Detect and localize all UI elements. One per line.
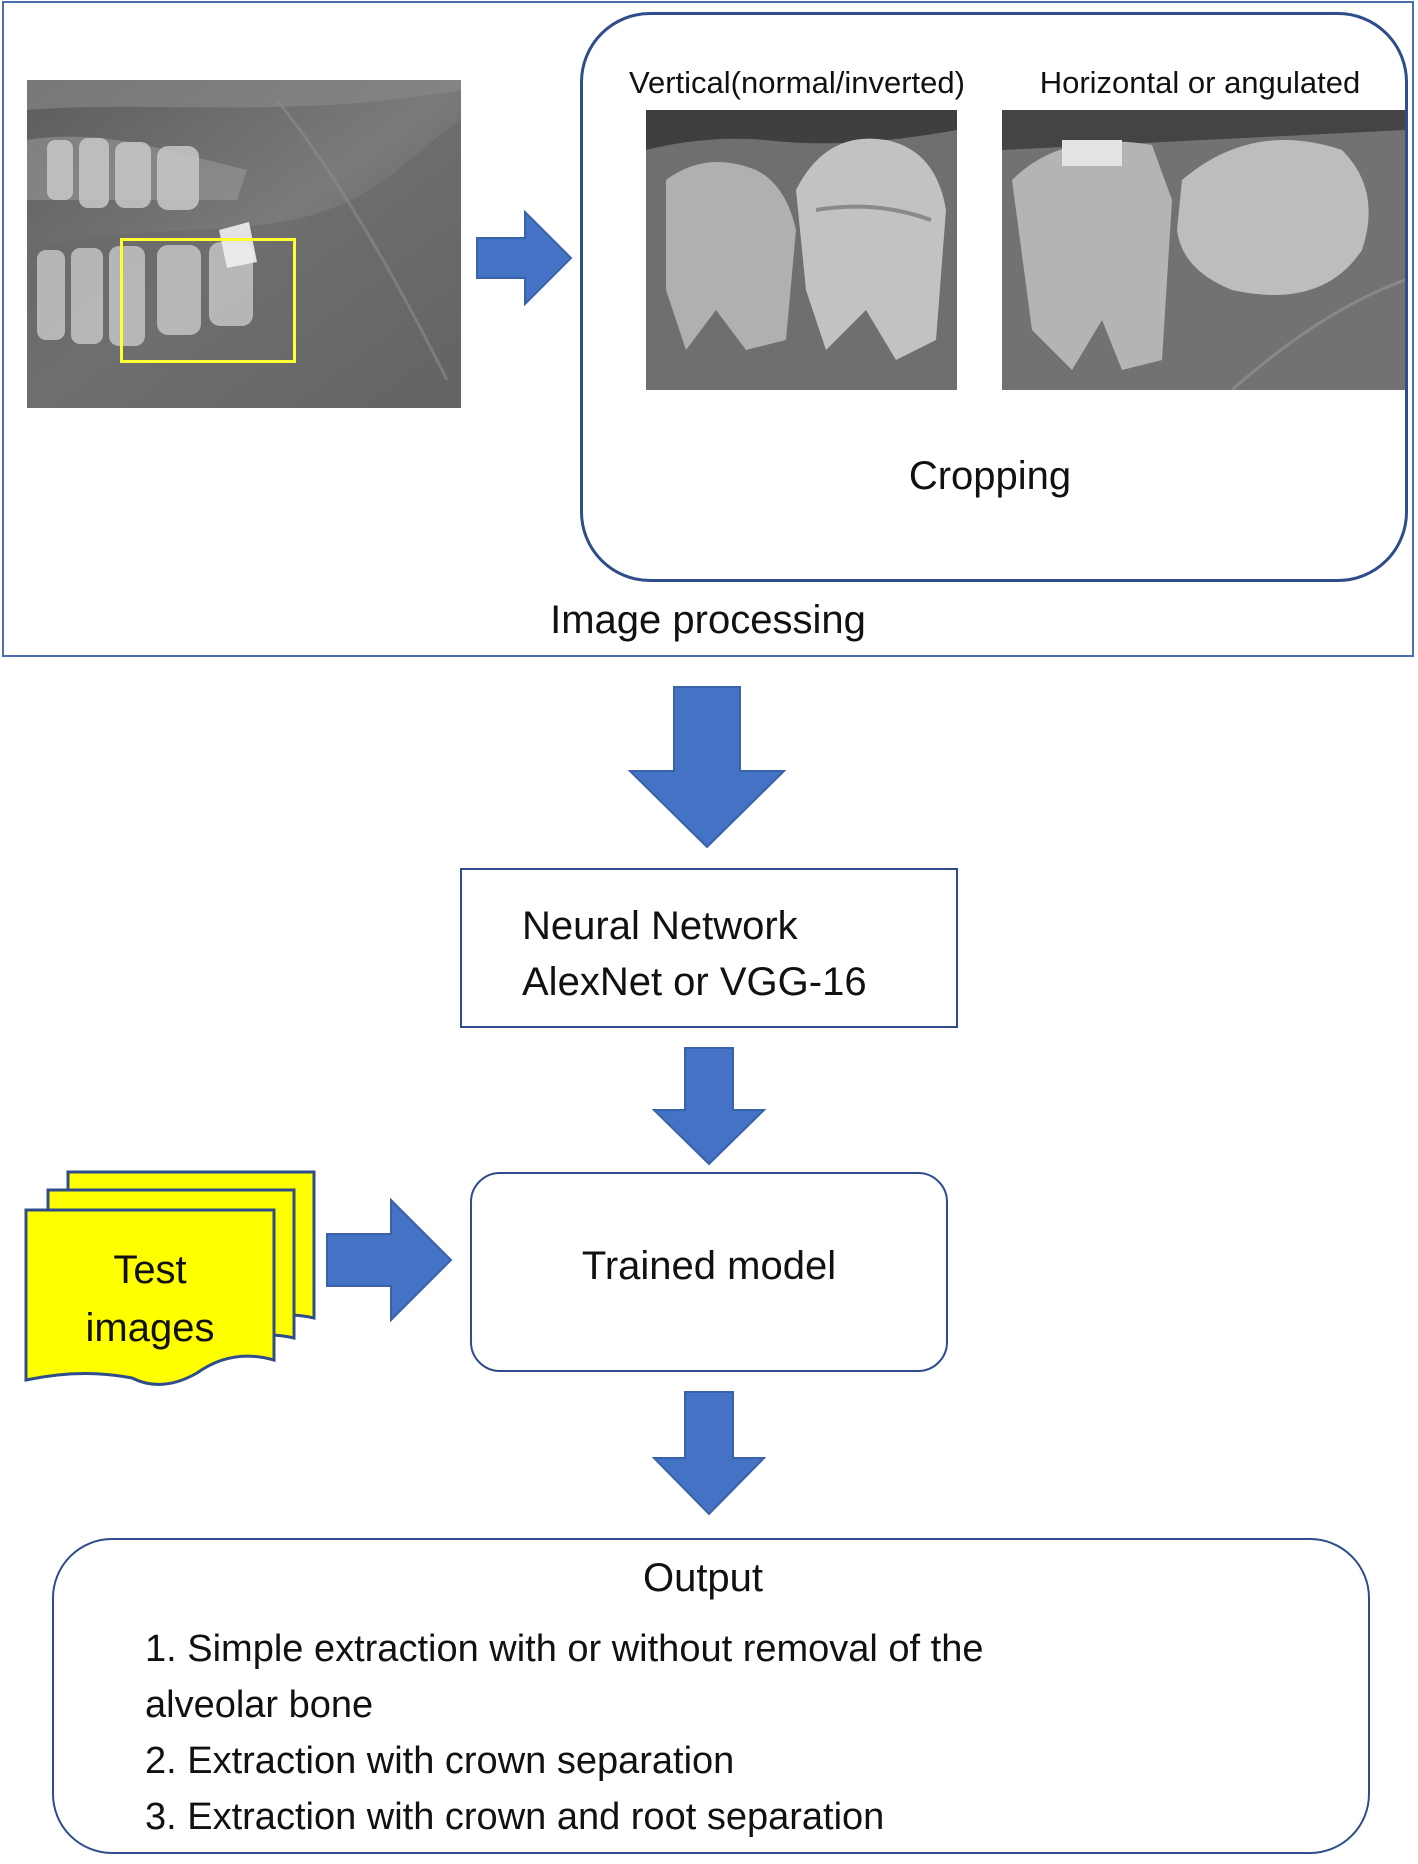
output-title: Output [642, 1556, 764, 1600]
trained-model-label: Trained model [581, 1244, 837, 1288]
test-images-stack-icon [24, 1170, 316, 1386]
crop-label-vertical: Vertical(normal/inverted) [629, 65, 965, 100]
cropped-image-vertical [646, 110, 957, 390]
neural-network-label: Neural Network [522, 904, 798, 948]
output-item-2: 2. Extraction with crown separation [145, 1740, 735, 1782]
test-images-label-line2: images [85, 1306, 215, 1350]
cropping-caption: Cropping [908, 454, 1072, 498]
image-processing-caption: Image processing [550, 598, 866, 642]
crop-region-box [120, 238, 296, 363]
output-box [52, 1538, 1370, 1854]
crop-label-horizontal: Horizontal or angulated [1039, 65, 1361, 100]
cropped-image-horizontal [1002, 110, 1405, 390]
neural-network-box [460, 868, 958, 1028]
xray-illustration [27, 80, 461, 408]
arrow-down-icon [627, 686, 787, 849]
output-item-1: 1. Simple extraction with or without rem… [145, 1628, 984, 1670]
image-processing-frame [2, 1, 1414, 657]
tooth-horizontal-illustration [1002, 110, 1405, 390]
arrow-down-icon [651, 1047, 767, 1166]
test-images-label-line1: Test [113, 1248, 187, 1292]
arrow-right-icon [326, 1198, 453, 1322]
arrow-right-icon [476, 210, 573, 306]
arrow-down-icon [651, 1391, 767, 1516]
panoramic-xray-image [27, 80, 461, 408]
output-item-1-continuation: alveolar bone [145, 1684, 374, 1726]
network-architecture-label: AlexNet or VGG-16 [522, 960, 867, 1004]
trained-model-box [470, 1172, 948, 1372]
tooth-vertical-illustration [646, 110, 957, 390]
output-item-3: 3. Extraction with crown and root separa… [145, 1796, 885, 1838]
